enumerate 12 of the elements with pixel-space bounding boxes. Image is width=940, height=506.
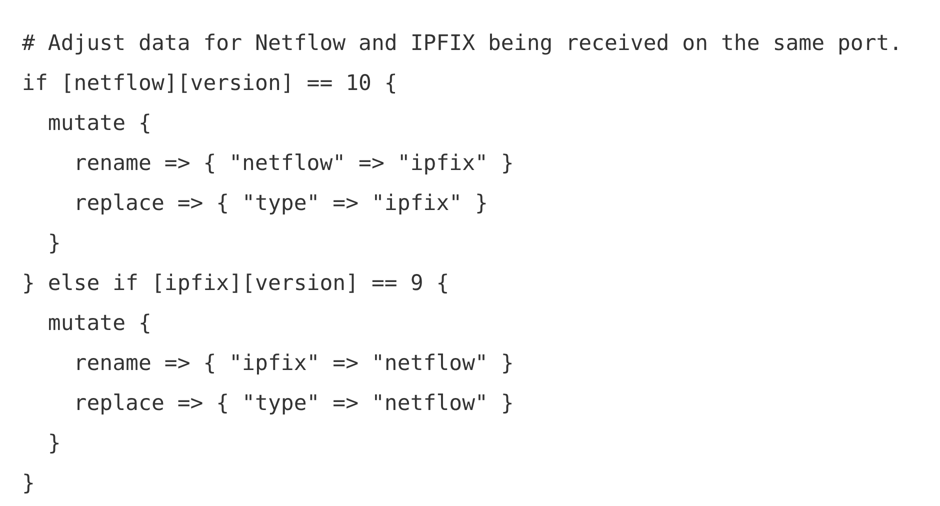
code-line: } <box>46 430 61 458</box>
code-line: mutate { <box>46 310 152 338</box>
code-line: replace => { "type" => "netflow" } <box>72 390 514 418</box>
code-line: } <box>46 230 61 258</box>
code-line: } else if [ipfix][version] == 9 { <box>22 270 450 298</box>
code-comment: # Adjust data for Netflow and IPFIX being received on the same port. <box>22 30 902 58</box>
code-line: } <box>22 470 35 498</box>
code-line: replace => { "type" => "ipfix" } <box>72 190 488 218</box>
code-line: rename => { "ipfix" => "netflow" } <box>72 350 514 378</box>
code-line: if [netflow][version] == 10 { <box>22 70 398 98</box>
code-line: mutate { <box>46 110 152 138</box>
code-line: rename => { "netflow" => "ipfix" } <box>72 150 514 178</box>
